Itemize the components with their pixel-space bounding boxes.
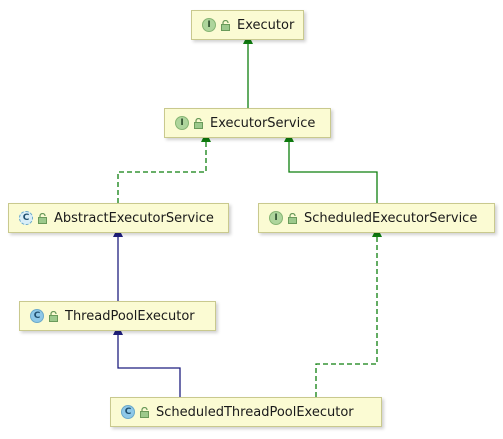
thread-pool-executor-node[interactable]: C ThreadPoolExecutor xyxy=(19,301,216,331)
class-badge-icon: C xyxy=(30,309,44,323)
edge-scheduled-thread-pool-executor-to-scheduled-executor-service xyxy=(315,227,382,397)
node-label: AbstractExecutorService xyxy=(54,210,214,226)
node-label: Executor xyxy=(237,17,295,33)
lock-icon xyxy=(221,19,230,31)
abstract-class-badge-icon: C xyxy=(19,211,33,225)
executor-service-node[interactable]: I ExecutorService xyxy=(164,108,331,138)
lock-icon xyxy=(38,212,47,224)
lock-icon xyxy=(194,117,203,129)
class-badge-icon: C xyxy=(121,405,135,419)
executor-node[interactable]: I Executor xyxy=(191,10,304,40)
interface-badge-icon: I xyxy=(175,116,189,130)
lock-icon xyxy=(288,212,297,224)
edge-scheduled-executor-service-to-executor-service xyxy=(284,132,378,203)
abstract-executor-service-node[interactable]: C AbstractExecutorService xyxy=(8,203,229,233)
node-label: ScheduledThreadPoolExecutor xyxy=(156,404,354,420)
interface-badge-icon: I xyxy=(202,18,216,32)
lock-icon xyxy=(49,310,58,322)
node-label: ThreadPoolExecutor xyxy=(65,308,195,324)
interface-badge-icon: I xyxy=(269,211,283,225)
edge-scheduled-thread-pool-executor-to-thread-pool-executor xyxy=(113,325,181,397)
edge-abstract-executor-service-to-executor-service xyxy=(117,132,211,203)
lock-icon xyxy=(140,406,149,418)
scheduled-thread-pool-executor-node[interactable]: C ScheduledThreadPoolExecutor xyxy=(110,397,382,427)
scheduled-executor-service-node[interactable]: I ScheduledExecutorService xyxy=(258,203,495,233)
node-label: ScheduledExecutorService xyxy=(304,210,478,226)
node-label: ExecutorService xyxy=(210,115,316,131)
